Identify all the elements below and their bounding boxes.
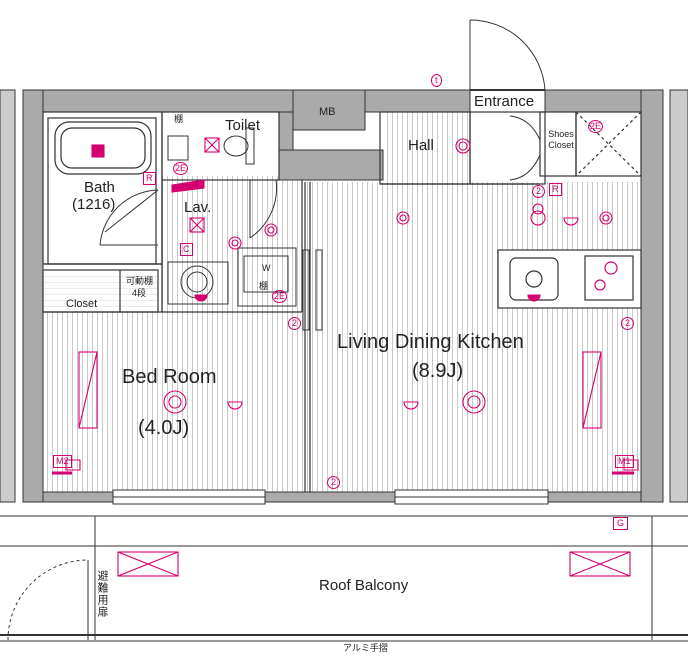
fixture-symbols (52, 137, 639, 577)
movable-shelf-label: 可動棚 (126, 276, 154, 286)
sliding-doors (302, 249, 323, 331)
shoes-closet-doors (509, 115, 541, 181)
closet-floor (43, 270, 158, 312)
toilet-fixture (167, 127, 255, 165)
ldk-label: Living Dining Kitchen (337, 331, 524, 353)
2-marker-ldk-right: 2 (621, 317, 635, 330)
2e-marker-lav: 2E (272, 290, 288, 303)
ldk-floor (305, 182, 641, 492)
walls (0, 89, 688, 503)
washer-shelf-label: 棚 (259, 281, 269, 291)
entrance-door (469, 19, 546, 91)
2-marker-bedroom: 2 (288, 317, 302, 330)
evacuation-door-label: 避難用扉 (96, 570, 108, 618)
t-marker: t (431, 74, 442, 87)
r-marker-hall: R (549, 183, 562, 196)
r-marker-bath: R (143, 172, 156, 185)
bath-label: Bath (84, 179, 115, 196)
mb-label: MB (319, 106, 336, 118)
toilet-shelf-label: 棚 (174, 114, 184, 124)
washing-machine (237, 247, 297, 307)
g-marker: G (613, 517, 629, 530)
entrance-label: Entrance (474, 93, 535, 110)
bedroom-label: Bed Room (122, 366, 217, 388)
shoes-closet-label: Shoes Closet (548, 129, 574, 150)
aluminum-rail-label: アルミ手摺 (343, 643, 388, 653)
ldk-size: (8.9J) (412, 360, 464, 382)
washer-label: W (262, 263, 271, 273)
bath-door (99, 189, 159, 246)
2-marker-hall: 2 (532, 185, 546, 198)
c-marker: C (180, 243, 193, 256)
2-marker-ldk-bottom: 2 (327, 476, 341, 489)
interior-walls (42, 111, 642, 492)
2e-marker-toilet: 2E (173, 162, 189, 175)
lav-door (249, 179, 278, 239)
hall-label: Hall (408, 137, 434, 154)
bath-size: (1216) (72, 196, 116, 213)
roof-balcony-label: Roof Balcony (319, 577, 409, 594)
windows (112, 489, 549, 505)
2e-marker-entrance: 2E (588, 120, 604, 133)
bedroom-floor (43, 312, 305, 492)
m1-marker: M1 (615, 455, 634, 468)
bedroom-size: (4.0J) (138, 417, 190, 439)
closet-label: Closet (66, 298, 98, 310)
kitchen-counter (497, 249, 642, 309)
toilet-label: Toilet (225, 117, 261, 134)
lav-label: Lav. (184, 199, 212, 216)
bathtub (54, 121, 152, 175)
balcony (0, 515, 688, 642)
shelf-tiers-label: 4段 (132, 288, 147, 298)
m2-marker: M2 (53, 455, 72, 468)
